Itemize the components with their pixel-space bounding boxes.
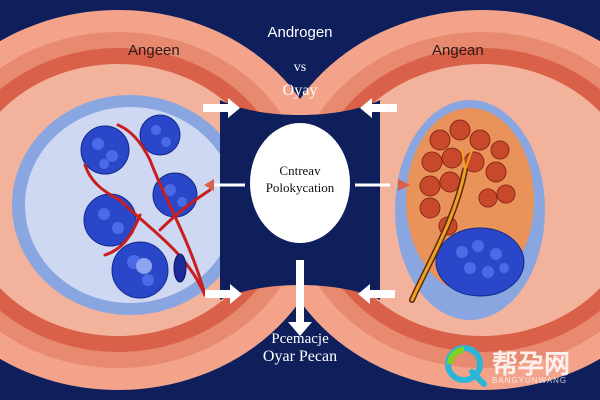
right-vessel [409, 149, 473, 303]
watermark-q-icon [445, 345, 487, 387]
center-label-line1: Cntreav [279, 163, 321, 178]
top-title: Androgen [267, 24, 333, 41]
arrows [203, 98, 397, 336]
center-bubble [250, 123, 350, 243]
ovary-subtitle: Oyay [282, 82, 318, 99]
watermark-logo: 帮孕网 BANGYUNWANG [442, 342, 592, 390]
center-label-line2: Polokycation [265, 180, 335, 195]
watermark-text: 帮孕网 [492, 350, 571, 380]
right-organ-label: Angean [432, 42, 484, 59]
watermark-subtext: BANGYUNWANG [492, 376, 568, 385]
red-follicle-cluster [419, 119, 516, 236]
vs-label: vs [293, 60, 307, 75]
bottom-label-line2: Oyar Pecan [262, 348, 338, 365]
blue-follicle-mass [435, 227, 525, 297]
bottom-label-line1: Pcemacje [271, 331, 329, 347]
follicle-texture [92, 125, 187, 286]
blood-vessels [83, 123, 212, 297]
left-organ-label: Angeen [128, 42, 180, 59]
